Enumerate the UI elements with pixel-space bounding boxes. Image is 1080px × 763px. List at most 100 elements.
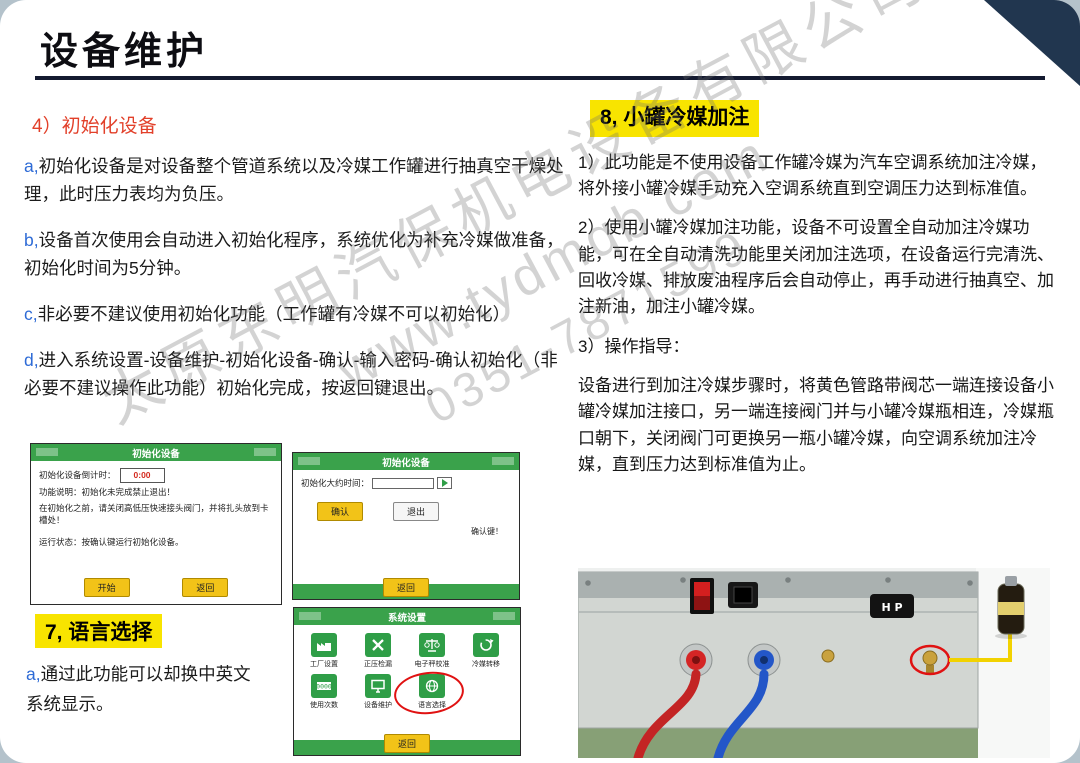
section8-para-2: 2）使用小罐冷媒加注功能，设备不可设置全自动加注冷媒功能，可在全自动清洗功能里关… (578, 215, 1056, 320)
countdown-label: 初始化设备倒计时： (39, 470, 116, 480)
para-prefix: d, (24, 350, 39, 371)
init-confirm-screen: 初始化设备 初始化大约时间： 确认 退出 确认键！ 返回 (292, 452, 520, 600)
arrow-box[interactable] (437, 477, 453, 490)
tile-label: 电子秤校准 (414, 661, 450, 668)
tile-pressure-leak-test[interactable]: 正压检漏 (356, 633, 400, 669)
back-button[interactable]: 返回 (182, 578, 229, 597)
red-coupler (679, 643, 713, 677)
para-text: 设备首次使用会自动进入初始化程序，系统优化为补充冷媒做准备，初始化时间为5分钟。 (24, 230, 564, 279)
para-prefix: a, (26, 664, 41, 684)
para-text: 非必要不建议使用初始化功能（工作罐有冷媒不可以初始化） (37, 304, 511, 325)
small-can-charge-port (922, 650, 938, 673)
tools-icon (365, 633, 391, 657)
confirm-note: 确认键！ (471, 526, 503, 536)
system-settings-screen: 系统设置 工厂设置 正压检漏 电子秤校准 冷媒转移 0000 使用次数 (293, 607, 521, 756)
screen-titlebar: 系统设置 (294, 608, 520, 625)
section8-para-1: 1）此功能是不使用设备工作罐冷媒为汽车空调系统加注冷媒，将外接小罐冷媒手动充入空… (578, 150, 1056, 203)
power-socket (728, 582, 758, 608)
section4-para-b: b,设备首次使用会自动进入初始化程序，系统优化为补充冷媒做准备，初始化时间为5分… (24, 226, 564, 282)
section8-heading: 8, 小罐冷媒加注 (590, 100, 760, 137)
blue-hose (713, 669, 769, 763)
tile-label: 工厂设置 (310, 661, 338, 668)
tile-refrigerant-transfer[interactable]: 冷媒转移 (464, 633, 508, 669)
screen-title: 系统设置 (387, 612, 426, 624)
tile-label: 语言选择 (418, 702, 446, 709)
brass-fitting (821, 649, 835, 663)
machine-photo: H P (577, 568, 1050, 763)
screen-titlebar: 初始化设备 (293, 453, 519, 470)
back-button[interactable]: 返回 (383, 734, 431, 753)
power-switch (690, 578, 714, 614)
para-text: 初始化设备是对设备整个管道系统以及冷媒工作罐进行抽真空干燥处理，此时压力表均为负… (24, 156, 564, 205)
refrigerant-can (995, 576, 1027, 639)
screen-body: 初始化大约时间： 确认 退出 确认键！ (293, 470, 519, 545)
section7-heading-wrap: 7, 语言选择 (35, 614, 163, 648)
right-column: 8, 小罐冷媒加注 1）此功能是不使用设备工作罐冷媒为汽车空调系统加注冷媒，将外… (578, 100, 1056, 478)
settings-grid: 工厂设置 正压检漏 电子秤校准 冷媒转移 0000 使用次数 设备维护 (294, 625, 520, 710)
tile-usage-count[interactable]: 0000 使用次数 (302, 674, 346, 710)
corner-decoration (984, 0, 1080, 86)
red-hose (633, 669, 701, 763)
counter-icon: 0000 (311, 674, 337, 698)
page-title: 设备维护 (40, 31, 209, 73)
tile-label: 正压检漏 (364, 661, 392, 668)
tile-language-select[interactable]: 语言选择 (410, 674, 454, 710)
arrow-icon (441, 479, 448, 488)
section4-para-c: c,非必要不建议使用初始化功能（工作罐有冷媒不可以初始化） (24, 300, 564, 328)
yellow-annotation-line (949, 634, 1012, 662)
para-prefix: a, (24, 156, 39, 177)
dialog-buttons: 确认 退出 (317, 501, 511, 521)
para-number: 2） (578, 218, 605, 238)
tile-label: 使用次数 (310, 702, 338, 709)
section7-para: a,通过此功能可以却换中英文系统显示。 (26, 660, 268, 720)
screen-desc1: 功能说明：初始化未完成禁止退出！ (39, 486, 176, 497)
time-input[interactable] (372, 477, 435, 489)
screen-titlebar: 初始化设备 (31, 444, 281, 461)
section4-para-a: a,初始化设备是对设备整个管道系统以及冷媒工作罐进行抽真空干燥处理，此时压力表均… (24, 152, 564, 208)
para-text: 通过此功能可以却换中英文系统显示。 (26, 664, 251, 714)
time-row: 初始化大约时间： (301, 477, 511, 490)
factory-icon (311, 633, 337, 657)
section4-heading: 4）初始化设备 (32, 116, 157, 137)
screen-desc2: 在初始化之前，请关闭高低压快速接头阀门，并将扎头放到卡槽处！ (39, 502, 269, 526)
left-column: 4）初始化设备 a,初始化设备是对设备整个管道系统以及冷媒工作罐进行抽真空干燥处… (24, 112, 564, 420)
exit-button[interactable]: 退出 (393, 501, 440, 521)
countdown-value: 0:00 (119, 468, 165, 483)
para-text: 此功能是不使用设备工作罐冷媒为汽车空调系统加注冷媒，将外接小罐冷媒手动充入空调系… (578, 152, 1047, 198)
para-prefix: b, (24, 230, 39, 251)
screen-footer: 开始 返回 (31, 578, 281, 597)
svg-text:H P: H P (881, 601, 902, 614)
tile-label: 冷媒转移 (472, 661, 500, 668)
svg-text:0000: 0000 (316, 683, 332, 691)
screen-status: 运行状态：按确认键运行初始化设备。 (39, 537, 184, 547)
para-number: 1） (578, 152, 605, 172)
title-divider (35, 76, 1045, 80)
tile-scale-calibration[interactable]: 电子秤校准 (410, 633, 454, 669)
screen-body: 初始化设备倒计时：0:00 功能说明：初始化未完成禁止退出！ 在初始化之前，请关… (31, 461, 281, 556)
init-device-screen: 初始化设备 初始化设备倒计时：0:00 功能说明：初始化未完成禁止退出！ 在初始… (30, 443, 282, 605)
hp-port: H P (870, 594, 914, 618)
screen-title: 初始化设备 (132, 448, 180, 460)
section7-heading: 7, 语言选择 (35, 614, 163, 648)
para-number: 3） (578, 336, 605, 356)
para-text: 操作指导： (604, 336, 690, 356)
para-prefix: c, (24, 304, 38, 325)
scale-icon (419, 633, 445, 657)
recycle-icon (473, 633, 499, 657)
screen-title: 初始化设备 (382, 457, 430, 469)
section8-guide: 设备进行到加注冷媒步骤时，将黄色管路带阀芯一端连接设备小罐冷媒加注接口，另一端连… (578, 375, 1054, 474)
tile-factory-settings[interactable]: 工厂设置 (302, 633, 346, 669)
monitor-icon (365, 674, 391, 698)
tile-device-maintenance[interactable]: 设备维护 (356, 674, 400, 710)
start-button[interactable]: 开始 (83, 578, 130, 597)
countdown-row: 初始化设备倒计时：0:00 (39, 468, 273, 483)
back-button[interactable]: 返回 (382, 578, 430, 597)
blue-coupler (747, 643, 781, 677)
confirm-button[interactable]: 确认 (317, 501, 364, 521)
para-text: 使用小罐冷媒加注功能，设备不可设置全自动加注冷媒功能，可在全自动清洗功能里关闭加… (578, 218, 1054, 317)
section8-para-3: 3）操作指导： (578, 334, 1056, 360)
para-text: 进入系统设置-设备维护-初始化设备-确认-输入密码-确认初始化（非必要不建议操作… (24, 350, 558, 399)
time-label: 初始化大约时间： (301, 478, 370, 488)
language-globe-icon (419, 674, 445, 698)
